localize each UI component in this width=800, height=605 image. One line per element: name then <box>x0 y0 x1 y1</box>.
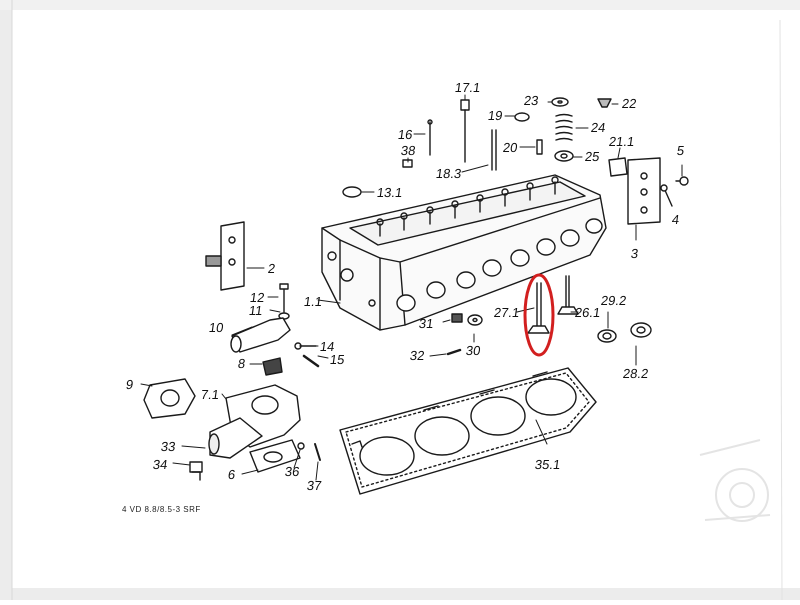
label-13-1: 13.1 <box>375 185 404 200</box>
screw-5 <box>675 176 689 186</box>
label-30: 30 <box>464 343 482 358</box>
pin-20 <box>536 139 543 155</box>
gasket-9 <box>143 378 196 419</box>
label-26-1: 26.1 <box>573 305 602 320</box>
insert-29-2 <box>597 329 617 343</box>
gasket-plate-3 <box>627 157 661 225</box>
guide-31 <box>451 313 463 323</box>
seat-25 <box>554 150 574 162</box>
part-36 <box>297 442 305 450</box>
cylinder-head-ports <box>396 218 603 312</box>
label-36: 36 <box>283 464 301 479</box>
nipple-8 <box>262 357 283 376</box>
label-34: 34 <box>151 457 169 472</box>
label-37: 37 <box>305 478 323 493</box>
highlight-circle <box>523 273 555 357</box>
cap-23 <box>551 97 569 107</box>
elbow-10 <box>230 317 291 353</box>
cylinder-head-studs <box>376 176 559 237</box>
bleed-through-marks <box>699 439 771 522</box>
label-24: 24 <box>589 120 607 135</box>
drawing-reference-code: 4 VD 8.8/8.5-3 SRF <box>122 505 201 514</box>
label-27-1: 27.1 <box>492 305 521 320</box>
label-23: 23 <box>522 93 540 108</box>
pin-32 <box>446 348 462 356</box>
gasket-6 <box>249 439 301 473</box>
head-gasket <box>339 367 597 495</box>
label-19: 19 <box>486 108 504 123</box>
label-10: 10 <box>207 320 225 335</box>
label-22: 22 <box>620 96 638 111</box>
label-29-2: 29.2 <box>599 293 628 308</box>
screw-4 <box>660 184 673 207</box>
label-21-1: 21.1 <box>607 134 636 149</box>
label-38: 38 <box>399 143 417 158</box>
label-11: 11 <box>247 303 264 318</box>
valve-27-1 <box>527 282 550 334</box>
label-31: 31 <box>417 316 435 331</box>
label-20: 20 <box>501 140 519 155</box>
washer-19 <box>514 112 530 122</box>
label-28-2: 28.2 <box>621 366 650 381</box>
thermostat-housing-7-1 <box>208 384 301 459</box>
label-35-1: 35.1 <box>533 457 562 472</box>
part-15 <box>302 354 320 368</box>
gasket-plate-2 <box>205 221 245 291</box>
cover-21-1 <box>608 157 628 177</box>
guide-30 <box>467 314 483 326</box>
cylinder-head <box>321 174 607 331</box>
label-16: 16 <box>396 127 414 142</box>
stud-18-3 <box>491 129 497 171</box>
label-1-1: 1.1 <box>302 294 324 309</box>
valve-spring-24 <box>555 113 573 141</box>
label-17-1: 17.1 <box>453 80 482 95</box>
label-33: 33 <box>159 439 177 454</box>
label-18-3: 18.3 <box>434 166 463 181</box>
plug-34 <box>189 461 203 481</box>
insert-28-2 <box>630 322 652 338</box>
collets-22 <box>597 98 612 108</box>
valve-26-1 <box>557 275 579 315</box>
part-37 <box>314 443 321 461</box>
leader-lines <box>140 94 683 481</box>
bolt-12 <box>279 283 289 313</box>
label-32: 32 <box>408 348 426 363</box>
label-15: 15 <box>328 352 346 367</box>
stud-16 <box>427 119 433 156</box>
core-plug-13-1 <box>342 186 362 198</box>
label-25: 25 <box>583 149 601 164</box>
label-7-1: 7.1 <box>199 387 221 402</box>
